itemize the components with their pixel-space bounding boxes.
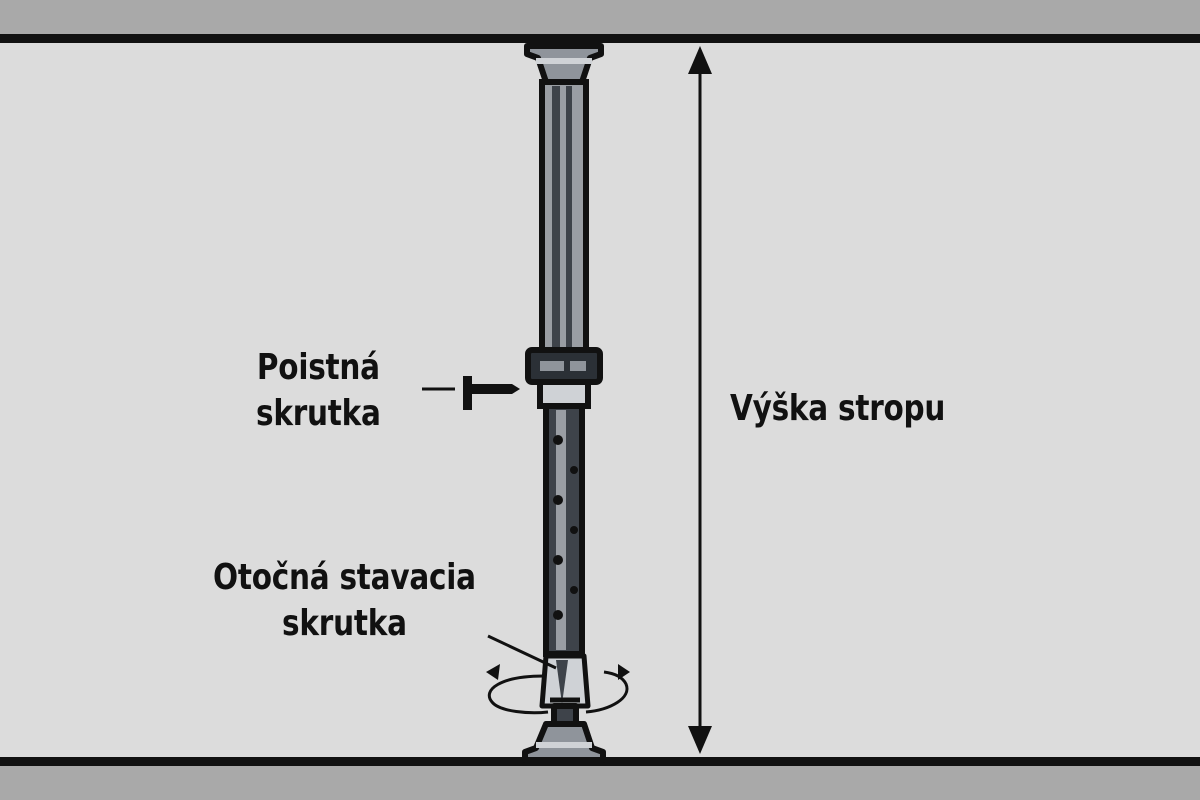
lock-screw-label-line2: skrutka bbox=[256, 393, 381, 434]
rotary-screw-label-line2: skrutka bbox=[282, 603, 407, 644]
lock-screw-pointer bbox=[422, 376, 520, 410]
top-head-plate bbox=[524, 43, 604, 85]
ceiling-slab bbox=[0, 0, 1200, 43]
rotation-arrowhead-right bbox=[618, 664, 630, 680]
locking-collar bbox=[525, 347, 603, 385]
inner-tube bbox=[543, 403, 585, 657]
floor-slab bbox=[0, 757, 1200, 800]
rotation-arrow-icon bbox=[487, 670, 629, 715]
rotation-arrowhead-left bbox=[486, 664, 500, 680]
lock-screw-label: Poistná skrutka bbox=[256, 345, 381, 437]
ceiling-height-label-text: Výška stropu bbox=[730, 388, 946, 429]
collar-sleeve bbox=[537, 379, 591, 409]
ceiling-height-label: Výška stropu bbox=[730, 386, 945, 432]
rotary-screw-label-line1: Otočná stavacia bbox=[213, 557, 476, 598]
rotary-screw-pointer bbox=[487, 634, 557, 670]
rotary-screw-label: Otočná stavacia skrutka bbox=[213, 555, 476, 647]
lock-screw-label-line1: Poistná bbox=[256, 347, 380, 388]
rotary-adjusting-nut bbox=[539, 653, 591, 709]
bottom-foot-plate bbox=[522, 703, 606, 763]
outer-tube bbox=[539, 79, 589, 353]
height-dimension bbox=[688, 46, 712, 754]
